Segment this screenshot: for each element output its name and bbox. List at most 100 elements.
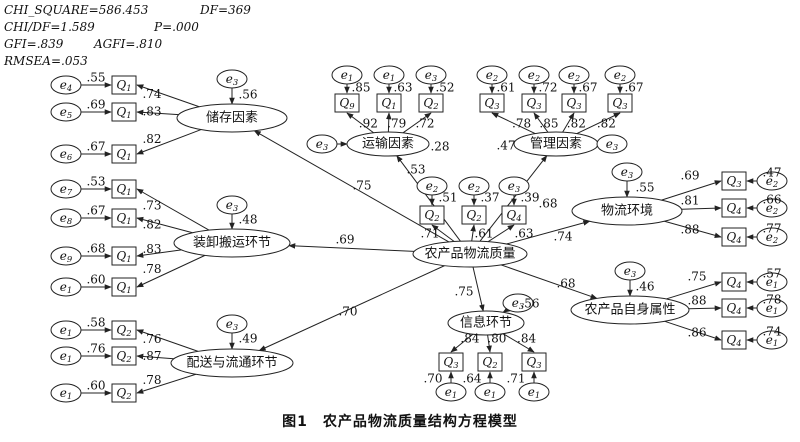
factor-4-indicator-1-loading: .85 (539, 117, 558, 131)
factor-6-indicator-2-name: Q4 (726, 333, 741, 348)
factor-3-indicator-1-box (376, 93, 402, 113)
factor-5-indicator-1-name: Q4 (726, 201, 741, 216)
factor-7-indicator-2-name: Q3 (526, 355, 541, 370)
factor-5-indicator-0-loading: .69 (680, 169, 699, 183)
factor-6-indicator-2-r2: .74 (762, 325, 781, 339)
factor-3-indicator-0-loading: .92 (359, 117, 378, 131)
factor-6-indicator-1-r2: .78 (762, 293, 781, 307)
factor-6-indicator-1-loading: .88 (687, 294, 706, 308)
factor-2-path (258, 265, 445, 351)
factor-5-indicator-2-box (721, 227, 747, 247)
factor-4-indicator-0-r2: .61 (496, 81, 515, 95)
factor-3-path (396, 155, 461, 242)
factor-1-indicator-2-loading-arrow (136, 249, 182, 258)
factor-7-indicator-0-loading: .84 (460, 332, 479, 346)
factor-3-indicator-2-r2: .52 (435, 81, 454, 95)
center-indicator-0-error-label: e2 (426, 179, 438, 194)
factor-1-path-coef: .69 (335, 233, 354, 247)
factor-7-indicator-2-box (521, 352, 547, 372)
center-indicator-1-loading-arrow (470, 224, 476, 242)
center-indicator-2-loading: .63 (514, 227, 533, 241)
center-indicator-2-error (498, 176, 530, 196)
factor-3-indicator-1-r2: .63 (393, 81, 412, 95)
factor-5-disturbance (611, 162, 643, 182)
factor-4-indicator-0-loading: .78 (512, 117, 531, 131)
factor-6-indicator-1-error (756, 298, 788, 318)
factor-2-indicator-0-error-label: e1 (60, 323, 72, 338)
factor-4-path (479, 155, 548, 242)
factor-5-indicator-2-loading-arrow (664, 220, 722, 239)
factor-6-indicator-1-error-label: e1 (766, 301, 778, 316)
factor-1-disturbance (216, 195, 248, 215)
factor-7-indicator-1-loading-arrow (486, 334, 492, 353)
factor-6-indicator-1-loading-arrow (688, 305, 722, 311)
factor-4-indicator-3-loading: .82 (597, 117, 616, 131)
factor-4-indicator-1-error-label: e2 (528, 68, 540, 83)
factor-2-indicator-0-error (50, 320, 82, 340)
factor-0-indicator-0-box (111, 75, 137, 95)
factor-0-indicator-2-loading-arrow (136, 129, 202, 155)
factor-4-indicator-3-r2: .67 (624, 81, 643, 95)
factor-3-latent (346, 131, 430, 157)
factor-4-indicator-1-box (521, 93, 547, 113)
factor-5-indicator-0-error (756, 171, 788, 191)
factor-7-indicator-1-error (474, 382, 506, 402)
stat-agfi: AGFI=.810 (94, 37, 163, 51)
factor-1-indicator-1-loading: .82 (142, 217, 161, 231)
factor-1-latent (173, 228, 291, 258)
factor-2-indicator-2-error-label: e1 (60, 386, 72, 401)
center-indicator-2-error-label: e3 (508, 179, 520, 194)
factor-3-indicator-0-r2: .85 (351, 81, 370, 95)
factor-2-indicator-0-name: Q2 (116, 323, 131, 338)
factor-4-indicator-3-name: Q3 (612, 96, 627, 111)
factor-5-indicator-1-r2: .66 (762, 193, 781, 207)
factor-2-r2: .49 (238, 332, 257, 346)
factor-6-indicator-0-r2: .57 (762, 267, 781, 281)
factor-7-latent (447, 310, 525, 336)
factor-3-indicator-0-box (334, 93, 360, 113)
factor-2-indicator-1-error-label: e1 (60, 349, 72, 364)
factor-0-indicator-1-error (50, 102, 82, 122)
factor-5-indicator-1-error-label: e2 (766, 201, 778, 216)
factor-0-indicator-1-box (111, 102, 137, 122)
factor-1-indicator-0-error (50, 179, 82, 199)
factor-1-indicator-1-name: Q1 (116, 211, 131, 226)
center-indicator-0-name: Q2 (424, 208, 439, 223)
factor-3-indicator-2-error (415, 65, 447, 85)
factor-1-indicator-3-error-label: e1 (60, 280, 72, 295)
factor-3-label: 运输因素 (362, 136, 414, 152)
factor-0-indicator-0-error-label: e4 (60, 78, 72, 93)
factor-1-indicator-3-error (50, 277, 82, 297)
factor-4-indicator-0-error (476, 65, 508, 85)
factor-3-indicator-0-loading-arrow (346, 112, 374, 134)
factor-5-disturbance-label: e3 (621, 165, 633, 180)
factor-0-indicator-2-box (111, 144, 137, 164)
factor-0-r2: .56 (238, 88, 257, 102)
factor-4-indicator-2-box (561, 93, 587, 113)
center-indicator-0-loading-arrow (431, 224, 455, 242)
factor-1-indicator-3-r2: .60 (86, 273, 105, 287)
factor-4-indicator-2-loading-arrow (562, 112, 575, 133)
factor-1-indicator-1-error (50, 208, 82, 228)
factor-5-indicator-0-r2: .47 (762, 166, 781, 180)
factor-2-indicator-1-error (50, 346, 82, 366)
center-latent (412, 240, 528, 268)
factor-4-indicator-2-name: Q3 (566, 96, 581, 111)
factor-3-r2: .28 (430, 140, 449, 154)
factor-2-indicator-2-error (50, 383, 82, 403)
factor-5-indicator-0-name: Q3 (726, 174, 741, 189)
factor-1-label: 装卸搬运环节 (193, 235, 271, 251)
factor-3-path-coef: .53 (406, 163, 425, 177)
factor-0-indicator-2-error-label: e6 (60, 147, 73, 162)
center-indicator-2-box (501, 205, 527, 225)
factor-2-indicator-2-r2: .60 (86, 379, 105, 393)
stat-chi-square: CHI_SQUARE=586.453 (4, 3, 149, 17)
factor-1-indicator-3-box (111, 277, 137, 297)
stat-df: DF=369 (200, 3, 251, 17)
factor-7-indicator-2-loading: .84 (517, 332, 536, 346)
factor-4-disturbance (596, 134, 628, 154)
factor-0-indicator-2-error (50, 144, 82, 164)
center-indicator-2-name: Q4 (506, 208, 521, 223)
stat-gfi: GFI=.839 (4, 37, 64, 51)
factor-1-r2: .48 (238, 213, 257, 227)
